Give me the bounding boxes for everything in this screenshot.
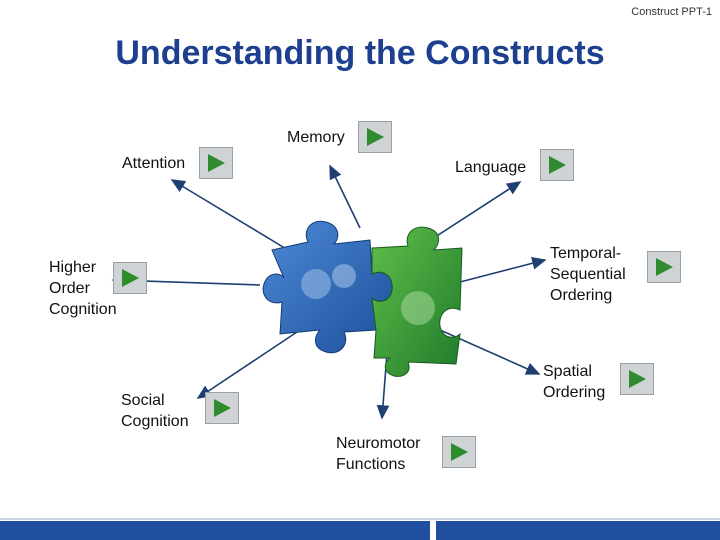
label-attention: Attention [122,155,186,172]
play-icon [208,154,225,172]
arrow-attention [170,179,289,251]
bottom-bar-right [436,521,720,540]
label-social-cognition: Social Cognition [121,392,189,430]
label-memory: Memory [287,129,345,146]
play-button-language[interactable] [540,149,574,181]
label-spatial-ordering: Spatial Ordering [543,363,606,401]
label-temporal-sequential-ordering: Temporal- Sequential Ordering [550,245,626,304]
label-higher-order-cognition: Higher Order Cognition [49,259,117,318]
play-icon [367,128,384,146]
label-language: Language [455,159,527,176]
play-icon [122,269,139,287]
play-button-neuromotor-functions[interactable] [442,436,476,468]
play-button-social-cognition[interactable] [205,392,239,424]
play-button-spatial-ordering[interactable] [620,363,654,395]
play-icon [214,399,231,417]
slide-id: Construct PPT-1 [631,6,712,18]
play-button-higher-order-cognition[interactable] [113,262,147,294]
label-neuromotor-functions: Neuromotor Functions [336,435,421,473]
arrow-temporal [459,257,547,283]
bottom-divider [0,518,720,520]
play-icon [451,443,468,461]
arrow-social [196,329,301,399]
play-button-attention[interactable] [199,147,233,179]
play-button-temporal-sequential-ordering[interactable] [647,251,681,283]
slide-title: Understanding the Constructs [115,34,605,72]
arrow-memory [329,164,361,229]
play-button-memory[interactable] [358,121,392,153]
play-icon [549,156,566,174]
play-icon [656,258,673,276]
bottom-bar-left [0,521,430,540]
puzzle-icon [262,220,463,377]
play-icon [629,370,646,388]
